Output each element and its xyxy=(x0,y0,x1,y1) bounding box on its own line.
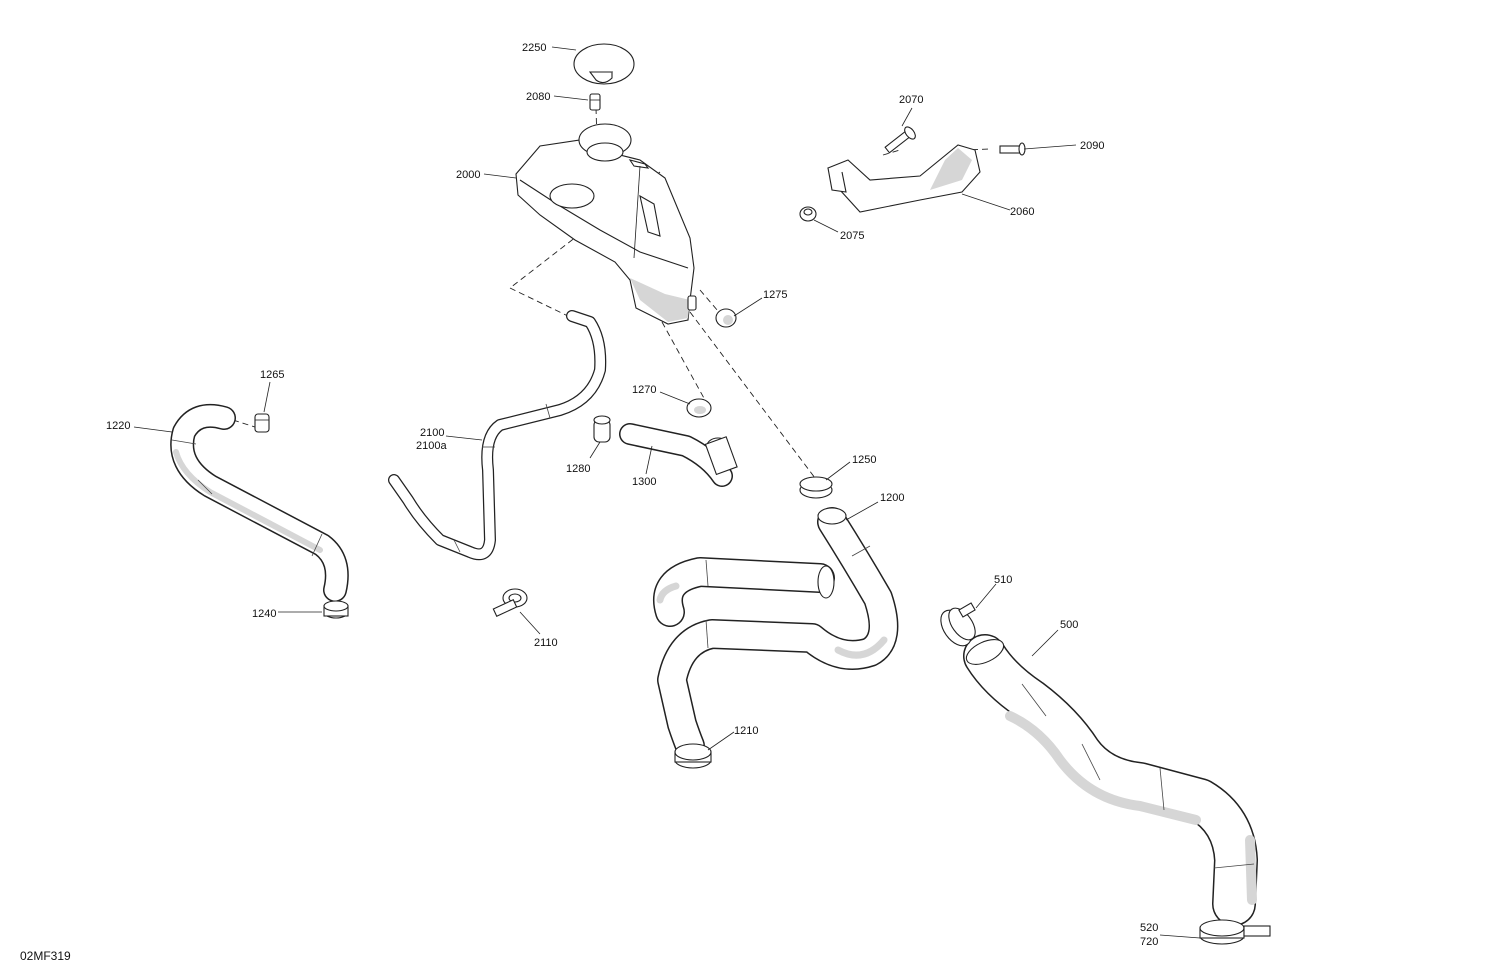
part-2070-bolt[interactable] xyxy=(884,125,917,154)
part-2080-valve[interactable] xyxy=(589,93,601,111)
part-510-clamp[interactable] xyxy=(935,602,981,651)
part-1220-hose[interactable] xyxy=(170,403,349,602)
part-2060-bracket[interactable] xyxy=(827,144,981,213)
callout-labels: 2250 2080 2000 2070 2090 2060 2075 1275 … xyxy=(106,42,1158,948)
callout-1280: 1280 xyxy=(566,463,590,475)
part-2000-coolant-reservoir[interactable] xyxy=(515,123,697,325)
callout-1270: 1270 xyxy=(632,384,656,396)
callout-2070: 2070 xyxy=(899,94,923,106)
part-1280-clamp[interactable] xyxy=(593,415,611,443)
part-2110-clip[interactable] xyxy=(492,588,528,618)
callout-2100: 2100 xyxy=(420,427,444,439)
callout-2000: 2000 xyxy=(456,169,480,181)
part-1300-hose[interactable] xyxy=(619,423,738,487)
part-2090-bolt[interactable] xyxy=(999,142,1026,156)
callout-2090: 2090 xyxy=(1080,140,1104,152)
callout-1220: 1220 xyxy=(106,420,130,432)
part-2250-radiator-cap[interactable] xyxy=(573,43,635,85)
part-1275-clamp[interactable] xyxy=(715,308,737,328)
callout-1240: 1240 xyxy=(252,608,276,620)
part-1270-clamp[interactable] xyxy=(686,398,712,418)
callout-720: 720 xyxy=(1140,936,1158,948)
callout-2110: 2110 xyxy=(534,637,558,649)
part-1240-clamp[interactable] xyxy=(323,600,349,619)
part-1200-radiator-hose[interactable] xyxy=(653,507,899,761)
callout-1265: 1265 xyxy=(260,369,284,381)
callout-1210: 1210 xyxy=(734,725,758,737)
callout-1275: 1275 xyxy=(763,289,787,301)
callout-2075: 2075 xyxy=(840,230,864,242)
part-520-clamp[interactable] xyxy=(1199,919,1271,945)
callout-2100a: 2100a xyxy=(416,440,447,452)
callout-510: 510 xyxy=(994,574,1012,586)
part-2100-overflow-hose[interactable] xyxy=(388,310,607,561)
callout-1300: 1300 xyxy=(632,476,656,488)
callout-520: 520 xyxy=(1140,922,1158,934)
callout-2250: 2250 xyxy=(522,42,546,54)
part-500-radiator-hose[interactable] xyxy=(963,634,1258,926)
part-1250-clamp[interactable] xyxy=(799,476,833,499)
part-2075-nut[interactable] xyxy=(799,206,817,222)
callout-1200: 1200 xyxy=(880,492,904,504)
figure-id: 02MF319 xyxy=(20,949,71,963)
leader-lines xyxy=(133,46,1201,939)
callout-500: 500 xyxy=(1060,619,1078,631)
callout-2060: 2060 xyxy=(1010,206,1034,218)
part-1210-clamp[interactable] xyxy=(674,743,712,769)
callout-2080: 2080 xyxy=(526,91,550,103)
part-1265-clamp[interactable] xyxy=(254,413,270,433)
callout-1250: 1250 xyxy=(852,454,876,466)
